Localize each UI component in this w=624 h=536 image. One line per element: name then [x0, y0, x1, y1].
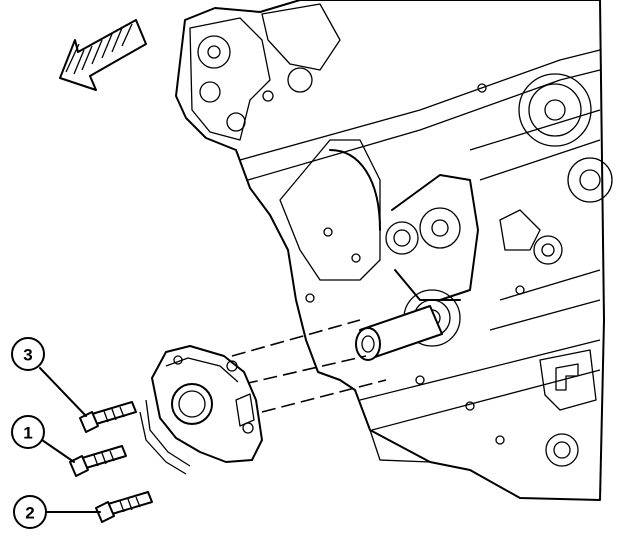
crankshaft-nose — [355, 305, 443, 361]
bolt-2 — [95, 491, 153, 523]
oil-pump — [139, 345, 263, 475]
bolt-1 — [69, 445, 127, 477]
callout-2: 2 — [13, 495, 47, 529]
callout-leaders — [39, 367, 101, 513]
callout-3-label: 3 — [23, 346, 32, 365]
callout-1-label: 1 — [23, 424, 32, 443]
callout-3: 3 — [11, 337, 45, 371]
bolt-3 — [79, 401, 137, 433]
callout-1: 1 — [11, 415, 45, 449]
alignment-lines — [231, 319, 387, 413]
front-direction-arrow-icon — [59, 19, 147, 91]
callout-2-label: 2 — [25, 504, 34, 523]
engine-block — [175, 0, 613, 501]
